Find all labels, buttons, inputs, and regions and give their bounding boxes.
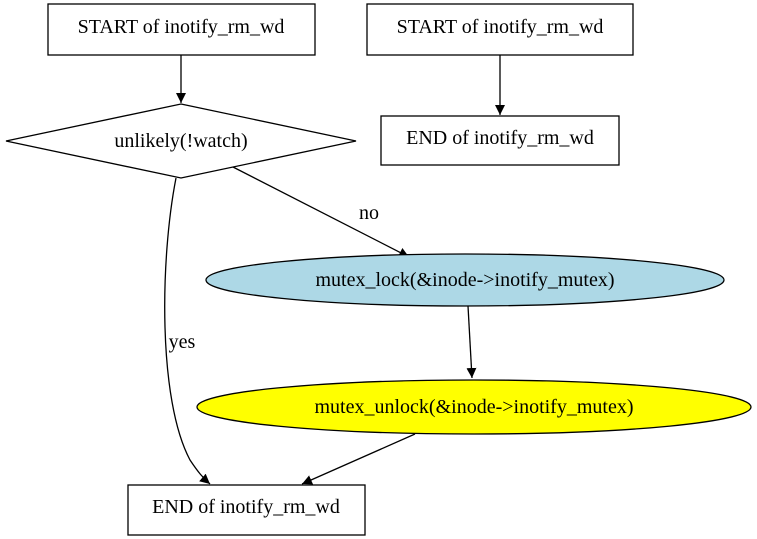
node-end-bottom: END of inotify_rm_wd <box>127 484 366 536</box>
edge-decision-to-mutex-lock <box>232 166 410 258</box>
node-start-right-label: START of inotify_rm_wd <box>397 16 604 38</box>
node-end-right: END of inotify_rm_wd <box>380 115 620 166</box>
edge-mutex-unlock-to-end-bottom <box>301 433 416 485</box>
node-start-left-label: START of inotify_rm_wd <box>78 16 285 38</box>
node-start-right: START of inotify_rm_wd <box>366 3 634 56</box>
edge-label-no: no <box>359 202 379 224</box>
node-mutex-lock: mutex_lock(&inode->inotify_mutex) <box>205 253 725 307</box>
node-decision-label: unlikely(!watch) <box>114 130 247 152</box>
node-mutex-unlock-label: mutex_unlock(&inode->inotify_mutex) <box>315 396 634 418</box>
node-mutex-unlock: mutex_unlock(&inode->inotify_mutex) <box>196 379 752 435</box>
node-decision: unlikely(!watch) <box>5 103 357 179</box>
node-end-bottom-label: END of inotify_rm_wd <box>152 496 340 518</box>
node-mutex-lock-label: mutex_lock(&inode->inotify_mutex) <box>316 269 615 291</box>
edge-mutex-lock-to-mutex-unlock <box>466 305 477 379</box>
edges <box>164 55 505 485</box>
node-end-right-label: END of inotify_rm_wd <box>406 127 594 149</box>
node-start-left: START of inotify_rm_wd <box>47 3 316 56</box>
edge-decision-to-end-bottom <box>164 177 211 485</box>
edge-label-yes: yes <box>169 331 196 353</box>
